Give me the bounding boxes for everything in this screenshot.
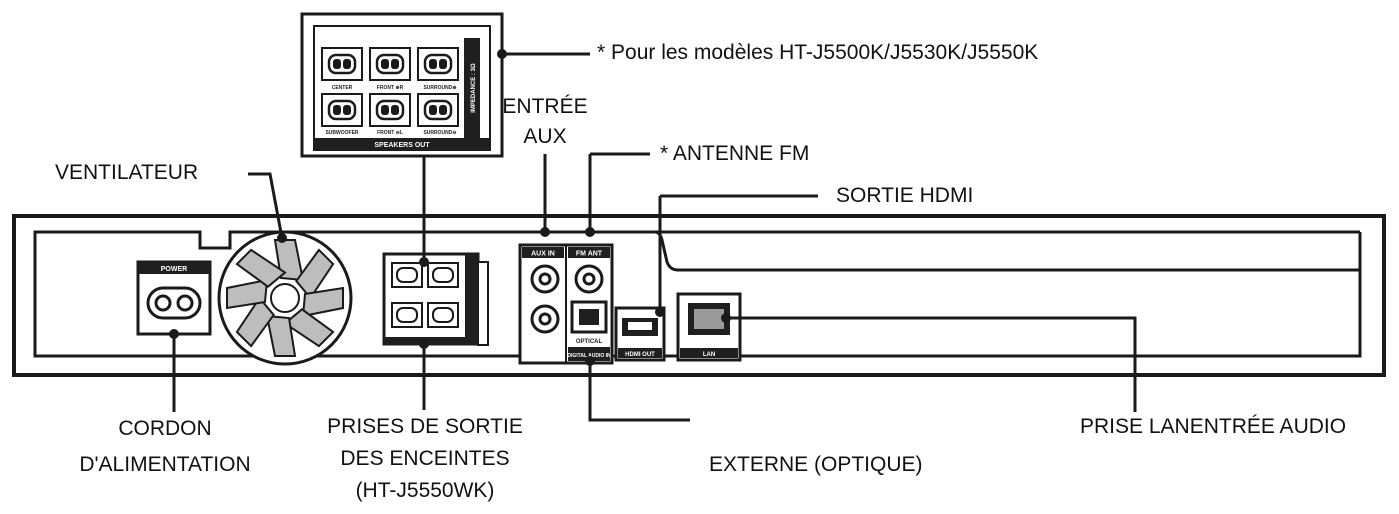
lan-panel-label: LAN — [703, 352, 715, 358]
callout-dots — [169, 49, 731, 366]
aux-in-panel-label: AUX IN — [531, 251, 555, 258]
fm-ant-panel-label: FM ANT — [576, 251, 603, 258]
fan-icon — [217, 230, 353, 366]
front-r-label: FRONT ⊕R — [377, 85, 404, 91]
power-socket: POWER — [136, 260, 212, 336]
hdmi-out-panel-label: HDMI OUT — [625, 352, 655, 358]
surround-r-label: SURROUND⊕ — [423, 85, 456, 91]
leader-lines — [172, 52, 1137, 422]
optical-label: EXTERNE (OPTIQUE) — [709, 453, 923, 476]
subwoofer-label: SUBWOOFER — [325, 130, 358, 136]
speaker-out-label-line2: DES ENCEINTES — [340, 447, 510, 470]
lan-port: LAN — [676, 292, 742, 362]
optical-panel-label: OPTICAL — [576, 339, 603, 345]
speaker-out-label-line3: (HT-J5550WK) — [355, 479, 495, 502]
aux-fm-optical-block: AUX IN FM ANT OPTICAL DIGITAL AUDIO IN — [518, 243, 614, 365]
speaker-terminals-inset: SPEAKERS OUT IMPEDANCE : 3Ω CENTER FRONT… — [300, 12, 504, 158]
speaker-terminals-small — [382, 252, 489, 346]
speakers-out-label: SPEAKERS OUT — [374, 142, 430, 149]
digital-audio-in-panel-label: DIGITAL AUDIO IN — [567, 353, 611, 359]
fan-label: VENTILATEUR — [55, 161, 199, 184]
impedance-label: IMPEDANCE : 3Ω — [471, 63, 477, 113]
lan-audio-label: PRISE LANENTRÉE AUDIO — [1080, 415, 1347, 438]
aux-in-label-line2: AUX — [523, 125, 567, 148]
front-l-label: FRONT ⊖L — [377, 130, 403, 136]
power-cord-label-line2: D'ALIMENTATION — [79, 453, 251, 476]
fm-antenna-label: * ANTENNE FM — [660, 142, 810, 165]
power-label: POWER — [161, 266, 187, 273]
speaker-out-label-line1: PRISES DE SORTIE — [327, 415, 523, 438]
device-chassis — [12, 214, 1386, 377]
aux-in-label-line1: ENTRÉE — [502, 95, 588, 118]
surround-l-label: SURROUND⊖ — [423, 130, 456, 136]
models-note-label: * Pour les modèles HT-J5500K/J5530K/J555… — [597, 41, 1039, 64]
power-cord-label-line1: CORDON — [118, 417, 212, 440]
hdmi-out-port: HDMI OUT — [614, 306, 666, 362]
hdmi-out-label: SORTIE HDMI — [836, 184, 974, 207]
center-label: CENTER — [332, 85, 353, 91]
